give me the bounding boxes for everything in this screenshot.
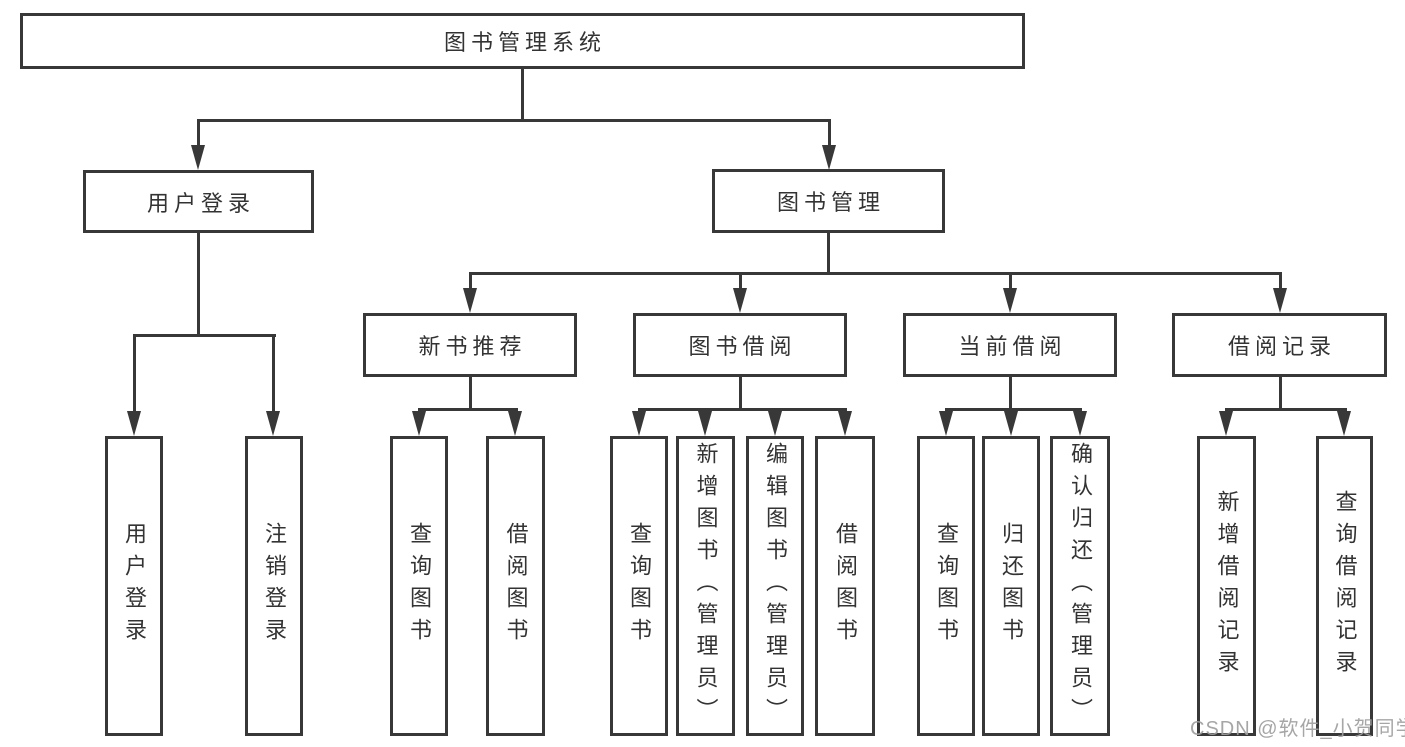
leaf-edit-books-admin: 编辑图书（管理员） [746,436,804,736]
arrow-down-icon [768,411,782,436]
connector-line [133,334,136,411]
connector-line [197,119,831,122]
leaf-user-login: 用户登录 [105,436,163,736]
node-current-borrowing: 当前借阅 [903,313,1117,377]
leaf-query-books-borrowing: 查询图书 [610,436,668,736]
leaf-edit-books-admin-label: 编辑图书（管理员） [763,442,788,730]
arrow-down-icon [939,411,953,436]
arrow-down-icon [822,145,836,170]
connector-line [638,408,847,411]
connector-line [469,272,1282,275]
arrow-down-icon [1337,411,1351,436]
arrow-down-icon [632,411,646,436]
node-borrowing-records: 借阅记录 [1172,313,1387,377]
connector-line [197,119,200,146]
node-book-borrowing: 图书借阅 [633,313,847,377]
connector-line [197,231,200,336]
node-borrowing-records-label: 借阅记录 [1227,334,1336,359]
leaf-borrow-books-label: 借阅图书 [833,522,858,650]
connector-line [828,119,831,146]
connector-line [469,375,472,411]
leaf-query-books-borrowing-label: 查询图书 [627,522,652,650]
leaf-query-borrow-record-label: 查询借阅记录 [1332,490,1358,682]
leaf-return-books-label: 归还图书 [999,522,1024,650]
node-new-book-recommend: 新书推荐 [363,313,577,377]
connector-line [739,375,742,411]
leaf-query-books-current-label: 查询图书 [934,522,959,650]
arrow-down-icon [733,288,747,313]
connector-line [469,272,472,290]
arrow-down-icon [266,411,280,436]
arrow-down-icon [838,411,852,436]
leaf-logout: 注销登录 [245,436,303,736]
arrow-down-icon [508,411,522,436]
connector-line [521,67,524,121]
leaf-query-books-recommend-label: 查询图书 [407,522,432,650]
connector-line [1279,272,1282,290]
connector-line [1225,408,1347,411]
node-library-system: 图书管理系统 [20,13,1025,69]
leaf-borrow-books-recommend-label: 借阅图书 [503,522,529,650]
node-library-system-label: 图书管理系统 [443,30,606,55]
connector-line [827,231,830,275]
connector-line [1009,375,1012,411]
node-book-management: 图书管理 [712,169,945,233]
connector-line [272,334,275,411]
connector-line [1279,375,1282,411]
arrow-down-icon [463,288,477,313]
arrow-down-icon [412,411,426,436]
leaf-borrow-books-recommend: 借阅图书 [486,436,545,736]
node-current-borrowing-label: 当前借阅 [958,334,1067,359]
connector-line [133,334,276,337]
arrow-down-icon [191,145,205,170]
leaf-add-borrow-record-label: 新增借阅记录 [1214,490,1240,682]
leaf-add-books-admin-label: 新增图书（管理员） [693,442,719,730]
csdn-watermark: CSDN @软件_小贺同学 [1190,718,1405,740]
leaf-borrow-books: 借阅图书 [815,436,875,736]
leaf-add-books-admin: 新增图书（管理员） [676,436,735,736]
arrow-down-icon [1219,411,1233,436]
leaf-return-books: 归还图书 [982,436,1040,736]
arrow-down-icon [1003,288,1017,313]
connector-line [1009,272,1012,290]
leaf-query-borrow-record: 查询借阅记录 [1316,436,1373,736]
leaf-query-books-recommend: 查询图书 [390,436,448,736]
arrow-down-icon [1004,411,1018,436]
node-user-login: 用户登录 [83,170,314,233]
node-new-book-recommend-label: 新书推荐 [418,334,527,359]
arrow-down-icon [1073,411,1087,436]
node-user-login-label: 用户登录 [146,190,255,216]
connector-line [418,408,518,411]
arrow-down-icon [1273,288,1287,313]
arrow-down-icon [698,411,712,436]
leaf-confirm-return-admin: 确认归还（管理员） [1050,436,1110,736]
leaf-confirm-return-admin-label: 确认归还（管理员） [1068,442,1093,730]
leaf-user-login-label: 用户登录 [122,522,147,650]
leaf-add-borrow-record: 新增借阅记录 [1197,436,1256,736]
connector-line [739,272,742,290]
node-book-management-label: 图书管理 [776,190,885,215]
node-book-borrowing-label: 图书借阅 [688,334,797,359]
connector-line [945,408,1082,411]
leaf-logout-label: 注销登录 [262,522,287,650]
leaf-query-books-current: 查询图书 [917,436,975,736]
arrow-down-icon [127,411,141,436]
